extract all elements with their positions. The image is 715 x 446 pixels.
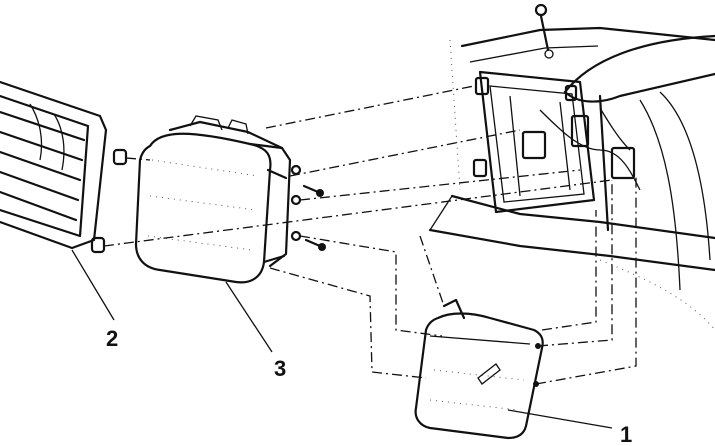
top-screw <box>534 3 554 59</box>
radiator-grille <box>0 80 128 254</box>
alignment-lines <box>103 85 637 385</box>
vehicle-front-body <box>428 26 715 331</box>
callout-1: 1 <box>620 422 632 446</box>
leader-lines <box>71 249 613 429</box>
callout-2: 2 <box>106 326 118 351</box>
mounting-studs <box>472 76 578 178</box>
headlamp-unit <box>134 115 326 284</box>
turn-signal-lamp <box>414 298 544 440</box>
callout-3: 3 <box>274 356 286 381</box>
